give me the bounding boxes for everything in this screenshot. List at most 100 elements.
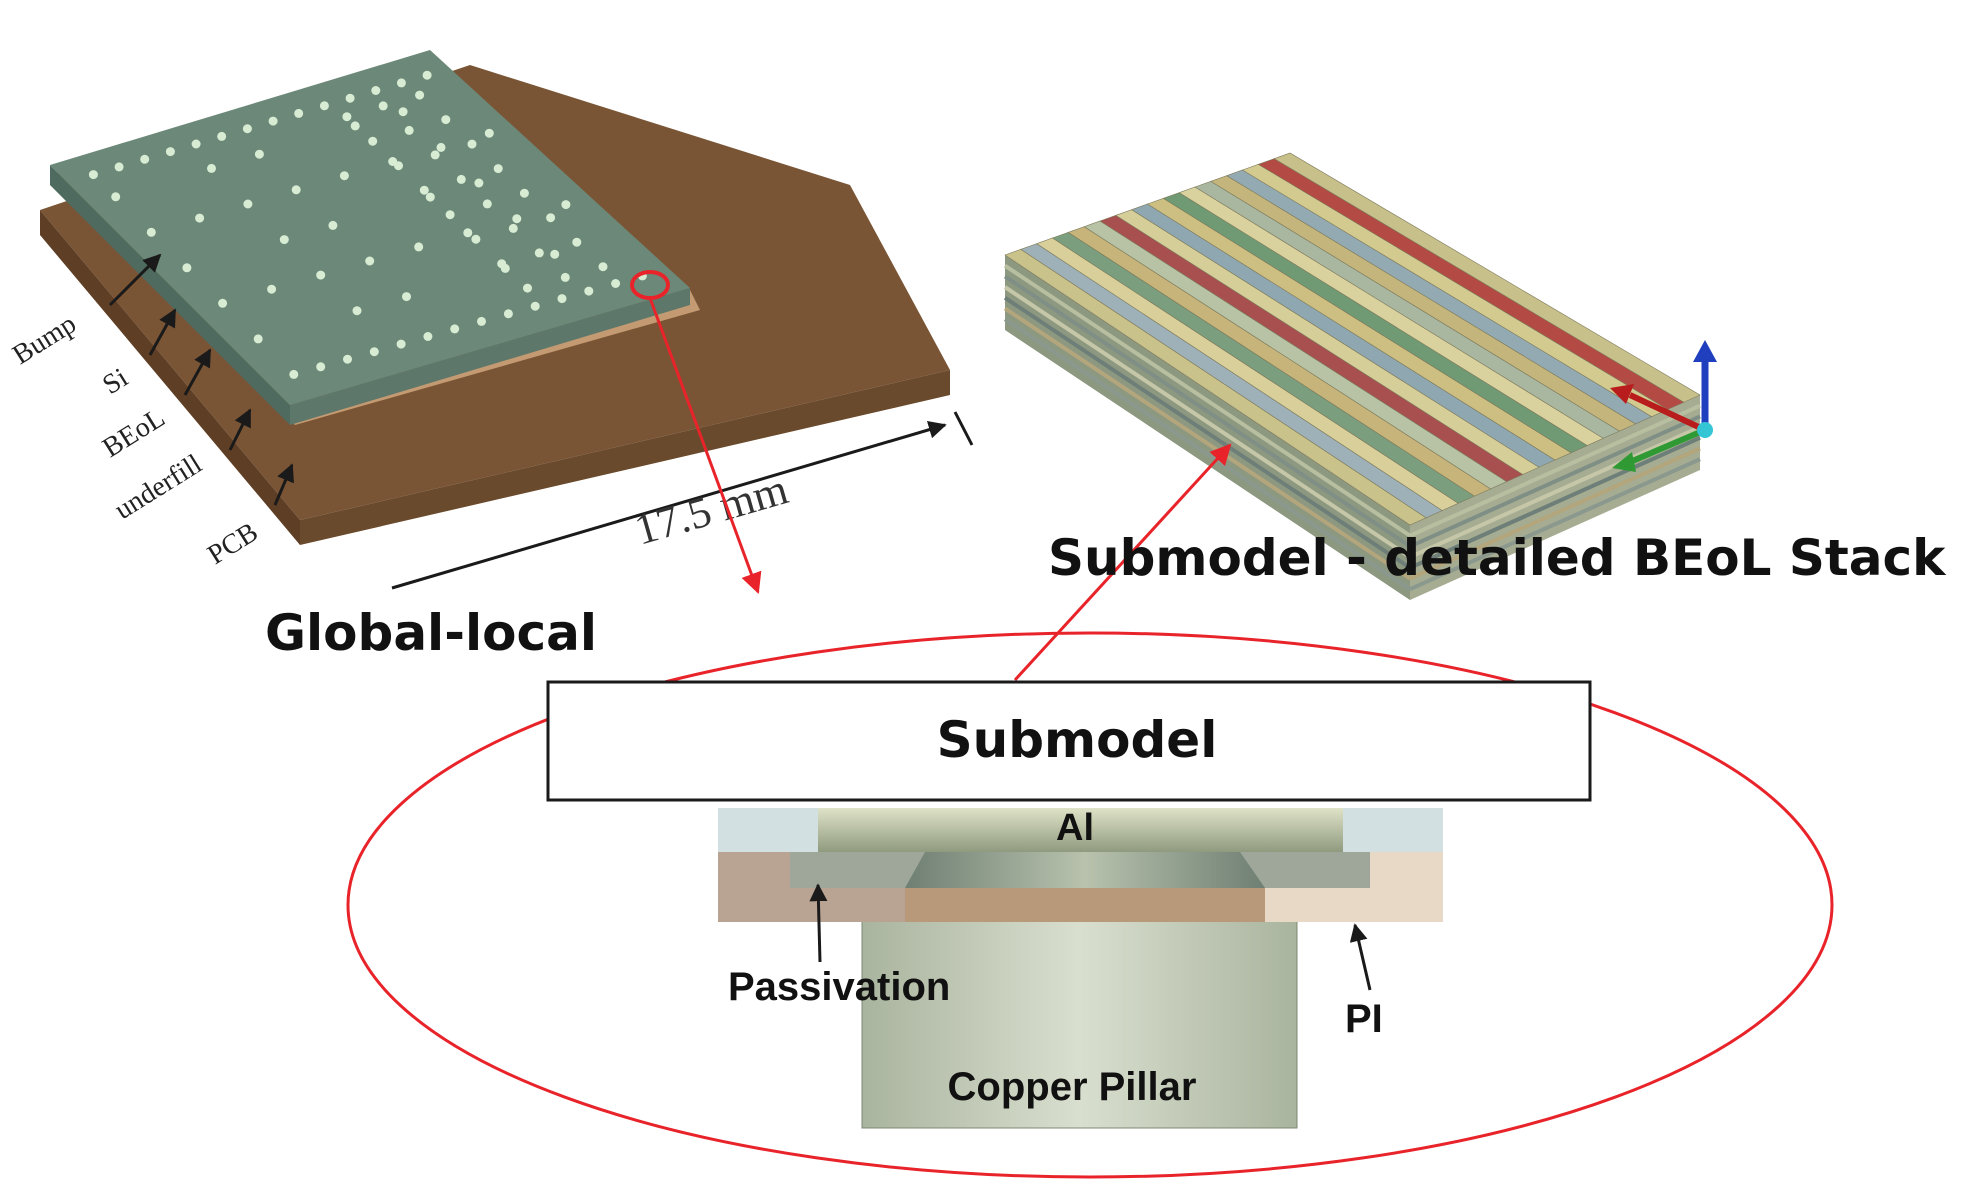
bump-grid xyxy=(88,70,647,379)
pillar-top-interface xyxy=(905,888,1265,922)
bump-dot xyxy=(345,93,355,103)
bump-dot xyxy=(584,286,594,296)
pcb-right-face xyxy=(300,370,950,545)
submodel-to-stack-arrow xyxy=(1013,443,1232,682)
bump-dot xyxy=(546,213,556,223)
bump-dot xyxy=(291,185,301,195)
bump-dot xyxy=(422,70,432,80)
label-beol: BEoL xyxy=(97,402,170,464)
dimension-end-tick xyxy=(953,411,974,446)
stack-stripes xyxy=(1004,152,1701,526)
bump-dot xyxy=(343,354,352,364)
label-si: Si xyxy=(97,362,133,401)
bump-dot xyxy=(195,213,205,223)
bump-dot xyxy=(242,124,252,134)
stack-layer-line xyxy=(1409,446,1701,581)
al-label: Al xyxy=(1056,807,1094,849)
copper-pillar-body xyxy=(861,917,1298,1129)
chip-right-face xyxy=(290,288,690,425)
bump-dot xyxy=(88,170,98,180)
bump-dot xyxy=(368,136,378,146)
bump-dot xyxy=(482,199,492,209)
passivation-leader-arrow xyxy=(809,883,828,963)
stack-layer-line xyxy=(1003,296,1412,570)
stack-layer-line xyxy=(1409,425,1701,559)
bump-dot xyxy=(217,131,227,141)
beol-leader-arrow xyxy=(183,348,212,396)
bump-dot xyxy=(316,270,326,280)
bump-dot xyxy=(404,125,414,135)
submodel-detailed-title: Submodel - detailed BEoL Stack xyxy=(1048,529,1947,587)
bump-dot xyxy=(378,101,388,111)
bump-dot xyxy=(598,262,608,272)
bump-leader-arrow xyxy=(108,253,162,307)
bump-dot xyxy=(425,192,435,202)
bump-dot xyxy=(450,324,460,334)
chip-front-face xyxy=(50,165,290,425)
stack-layer-line xyxy=(1003,306,1412,581)
bump-dot xyxy=(463,228,473,238)
stack-layer-line xyxy=(1409,414,1701,549)
bump-dot xyxy=(218,298,228,308)
beol-stack-submodel xyxy=(1003,152,1717,600)
dimension-label: 17.5 mm xyxy=(629,464,793,554)
bump-dot xyxy=(560,272,570,282)
bump-dot xyxy=(436,142,446,152)
bump-dot xyxy=(253,334,263,344)
bump-dot xyxy=(316,362,326,372)
bump-dot xyxy=(530,301,540,311)
bump-dot xyxy=(398,107,408,117)
bump-dot xyxy=(430,150,440,160)
bump-dot xyxy=(350,121,360,131)
stack-layer-line xyxy=(1003,317,1412,591)
bump-dot xyxy=(550,249,560,259)
bump-dot xyxy=(365,256,375,266)
bump-dot xyxy=(369,347,379,357)
stack-layer-line xyxy=(1003,274,1412,549)
bump-dot xyxy=(165,147,175,157)
stack-front-face xyxy=(1005,255,1410,600)
bump-dot xyxy=(294,108,304,118)
bump-dot xyxy=(191,139,201,149)
bump-dot xyxy=(441,115,451,125)
bump-dot xyxy=(477,316,486,326)
bump-dot xyxy=(523,283,532,293)
stack-layer-lines xyxy=(1003,264,1701,592)
bump-dot xyxy=(419,185,429,195)
submodel-box-label: Submodel xyxy=(937,711,1218,769)
bump-dot xyxy=(471,234,481,244)
copper-pillar-cross-section: Submodel Al Passivation PI Copper Pillar xyxy=(546,680,1592,1129)
bump-dot xyxy=(456,174,466,184)
bump-dot xyxy=(519,188,529,198)
label-bump: Bump xyxy=(7,308,81,371)
al-layer xyxy=(818,808,1343,852)
stack-layer-line xyxy=(1409,403,1701,538)
bump-dot xyxy=(414,242,424,252)
pcb-leader-arrow xyxy=(273,463,294,506)
global-package-model: Bump Si BEoL underfill PCB 17.5 mm xyxy=(7,50,974,590)
si-leader-arrow xyxy=(148,308,177,356)
bump-dot xyxy=(279,235,289,245)
pi-label: PI xyxy=(1345,997,1383,1041)
bump-dot xyxy=(254,149,264,159)
bump-dot xyxy=(146,227,156,237)
stack-stripe xyxy=(1273,152,1701,403)
bump-dot xyxy=(371,86,381,95)
bump-dot xyxy=(396,339,406,349)
bump-dot xyxy=(207,163,216,173)
bump-dot xyxy=(611,279,621,288)
stack-layer-line xyxy=(1409,457,1701,592)
submodel-focus-ellipse xyxy=(346,631,1834,1179)
bump-dot xyxy=(243,199,253,209)
bump-dot xyxy=(342,112,352,122)
bump-dot xyxy=(289,369,299,379)
chip-top-face xyxy=(50,50,690,405)
bump-dot xyxy=(352,306,362,316)
bump-dot xyxy=(512,214,522,224)
bump-dot xyxy=(467,139,477,149)
label-underfill: underfill xyxy=(109,448,207,525)
bump-dot xyxy=(415,90,425,100)
bump-dot xyxy=(319,101,329,111)
stack-layer-line xyxy=(1003,264,1412,538)
